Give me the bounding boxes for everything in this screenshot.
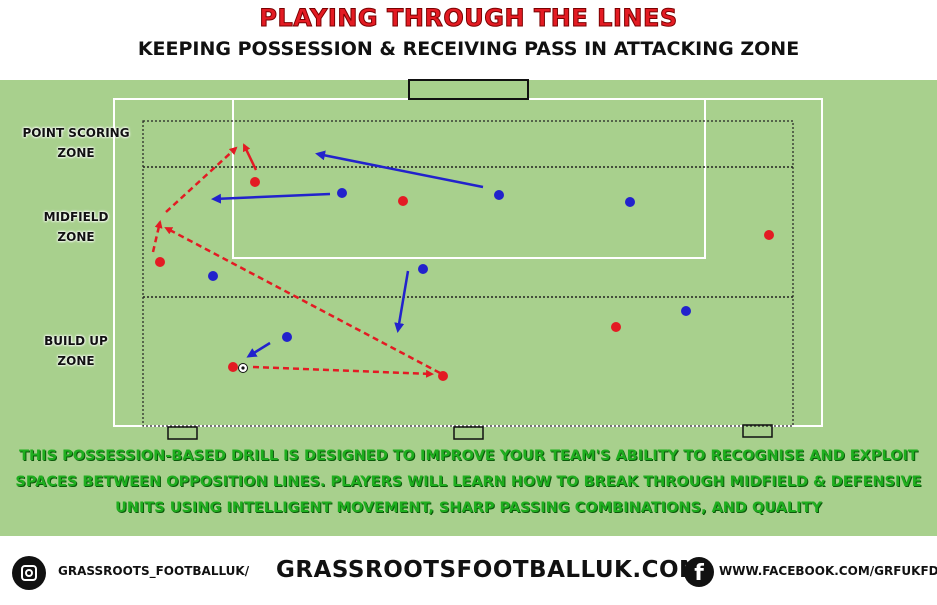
mini-goal-right [742, 424, 773, 438]
blue-player [494, 190, 504, 200]
zone-area-outline [142, 120, 794, 427]
main-goal [408, 79, 529, 100]
footer [0, 540, 937, 605]
blue-player [208, 271, 218, 281]
pass-arrow [164, 226, 441, 375]
zone-label-midfield: MIDFIELD ZONE [43, 210, 109, 244]
drill-description: THIS POSSESSION-BASED DRILL IS DESIGNED … [15, 448, 922, 516]
red-player [764, 230, 774, 240]
red-player [250, 177, 260, 187]
zone-label-build-up: BUILD UP ZONE [44, 334, 108, 368]
run-arrow [151, 220, 163, 253]
facebook-icon[interactable]: f [684, 557, 714, 587]
blue-player [681, 306, 691, 316]
pass-arrow [165, 146, 238, 213]
football-icon [238, 363, 248, 373]
blue-player [337, 188, 347, 198]
blue-player [282, 332, 292, 342]
red-player [155, 257, 165, 267]
pitch [0, 80, 937, 536]
website-link[interactable]: GRASSROOTSFOOTBALLUK.COM [276, 557, 703, 583]
mini-goal-centre [453, 426, 484, 440]
instagram-icon[interactable] [12, 556, 46, 590]
zone-label-point-scoring: POINT SCORING ZONE [22, 126, 130, 160]
blue-player [625, 197, 635, 207]
instagram-handle[interactable]: GRASSROOTS_FOOTBALLUK/ [58, 564, 250, 578]
red-player [438, 371, 448, 381]
blue-player [418, 264, 428, 274]
red-player [398, 196, 408, 206]
run-arrow [242, 143, 258, 171]
facebook-link[interactable]: WWW.FACEBOOK.COM/GRFUKFDS [719, 564, 937, 578]
red-player [228, 362, 238, 372]
movement-arrow [394, 270, 410, 333]
movement-arrow [246, 341, 271, 358]
diagram-title: PLAYING THROUGH THE LINES [259, 4, 678, 33]
pass-arrow [252, 365, 434, 378]
movement-arrow [315, 150, 484, 189]
penalty-box [232, 98, 706, 259]
pitch-boundary [113, 98, 823, 427]
red-player [611, 322, 621, 332]
movement-arrow [211, 192, 331, 204]
mini-goal-left [167, 426, 198, 440]
diagram-subtitle: KEEPING POSSESSION & RECEIVING PASS IN A… [137, 38, 800, 60]
